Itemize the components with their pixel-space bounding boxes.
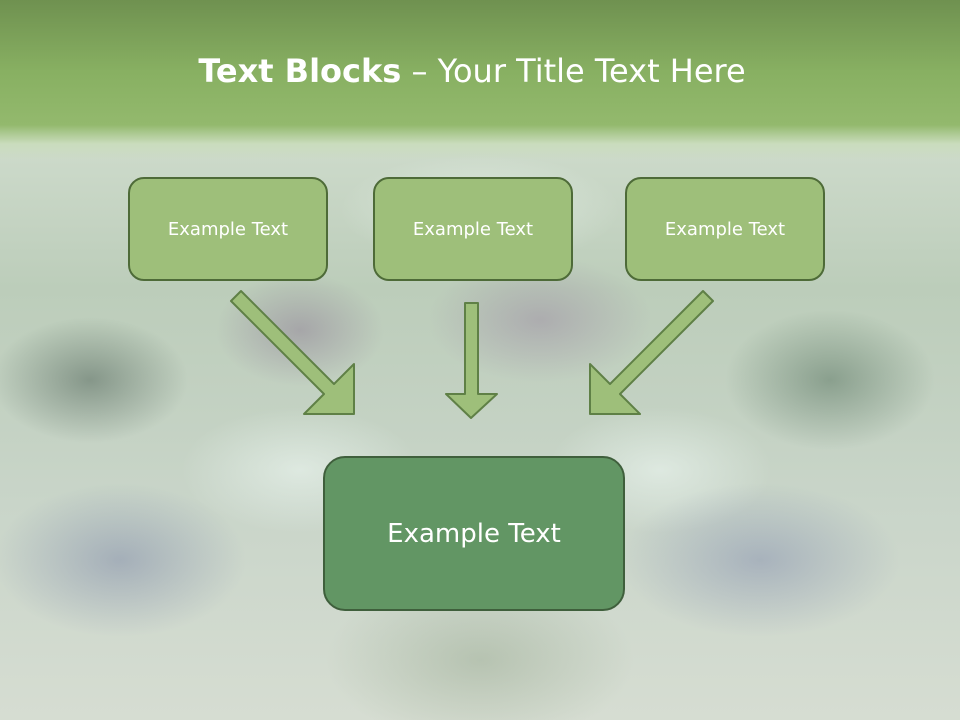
- text-block-1[interactable]: Example Text: [128, 177, 328, 281]
- arrow-down-right-icon: [230, 290, 355, 415]
- text-block-main[interactable]: Example Text: [323, 456, 625, 611]
- text-block-3[interactable]: Example Text: [625, 177, 825, 281]
- title-rest: Your Title Text Here: [437, 52, 746, 90]
- title-band: [0, 0, 960, 160]
- arrow-down-icon: [445, 302, 498, 419]
- title-bold: Text Blocks: [198, 52, 402, 90]
- text-block-2[interactable]: Example Text: [373, 177, 573, 281]
- arrow-down-left-icon: [589, 290, 714, 415]
- title-dash: –: [401, 52, 438, 90]
- slide-title: Text Blocks – Your Title Text Here: [0, 52, 944, 90]
